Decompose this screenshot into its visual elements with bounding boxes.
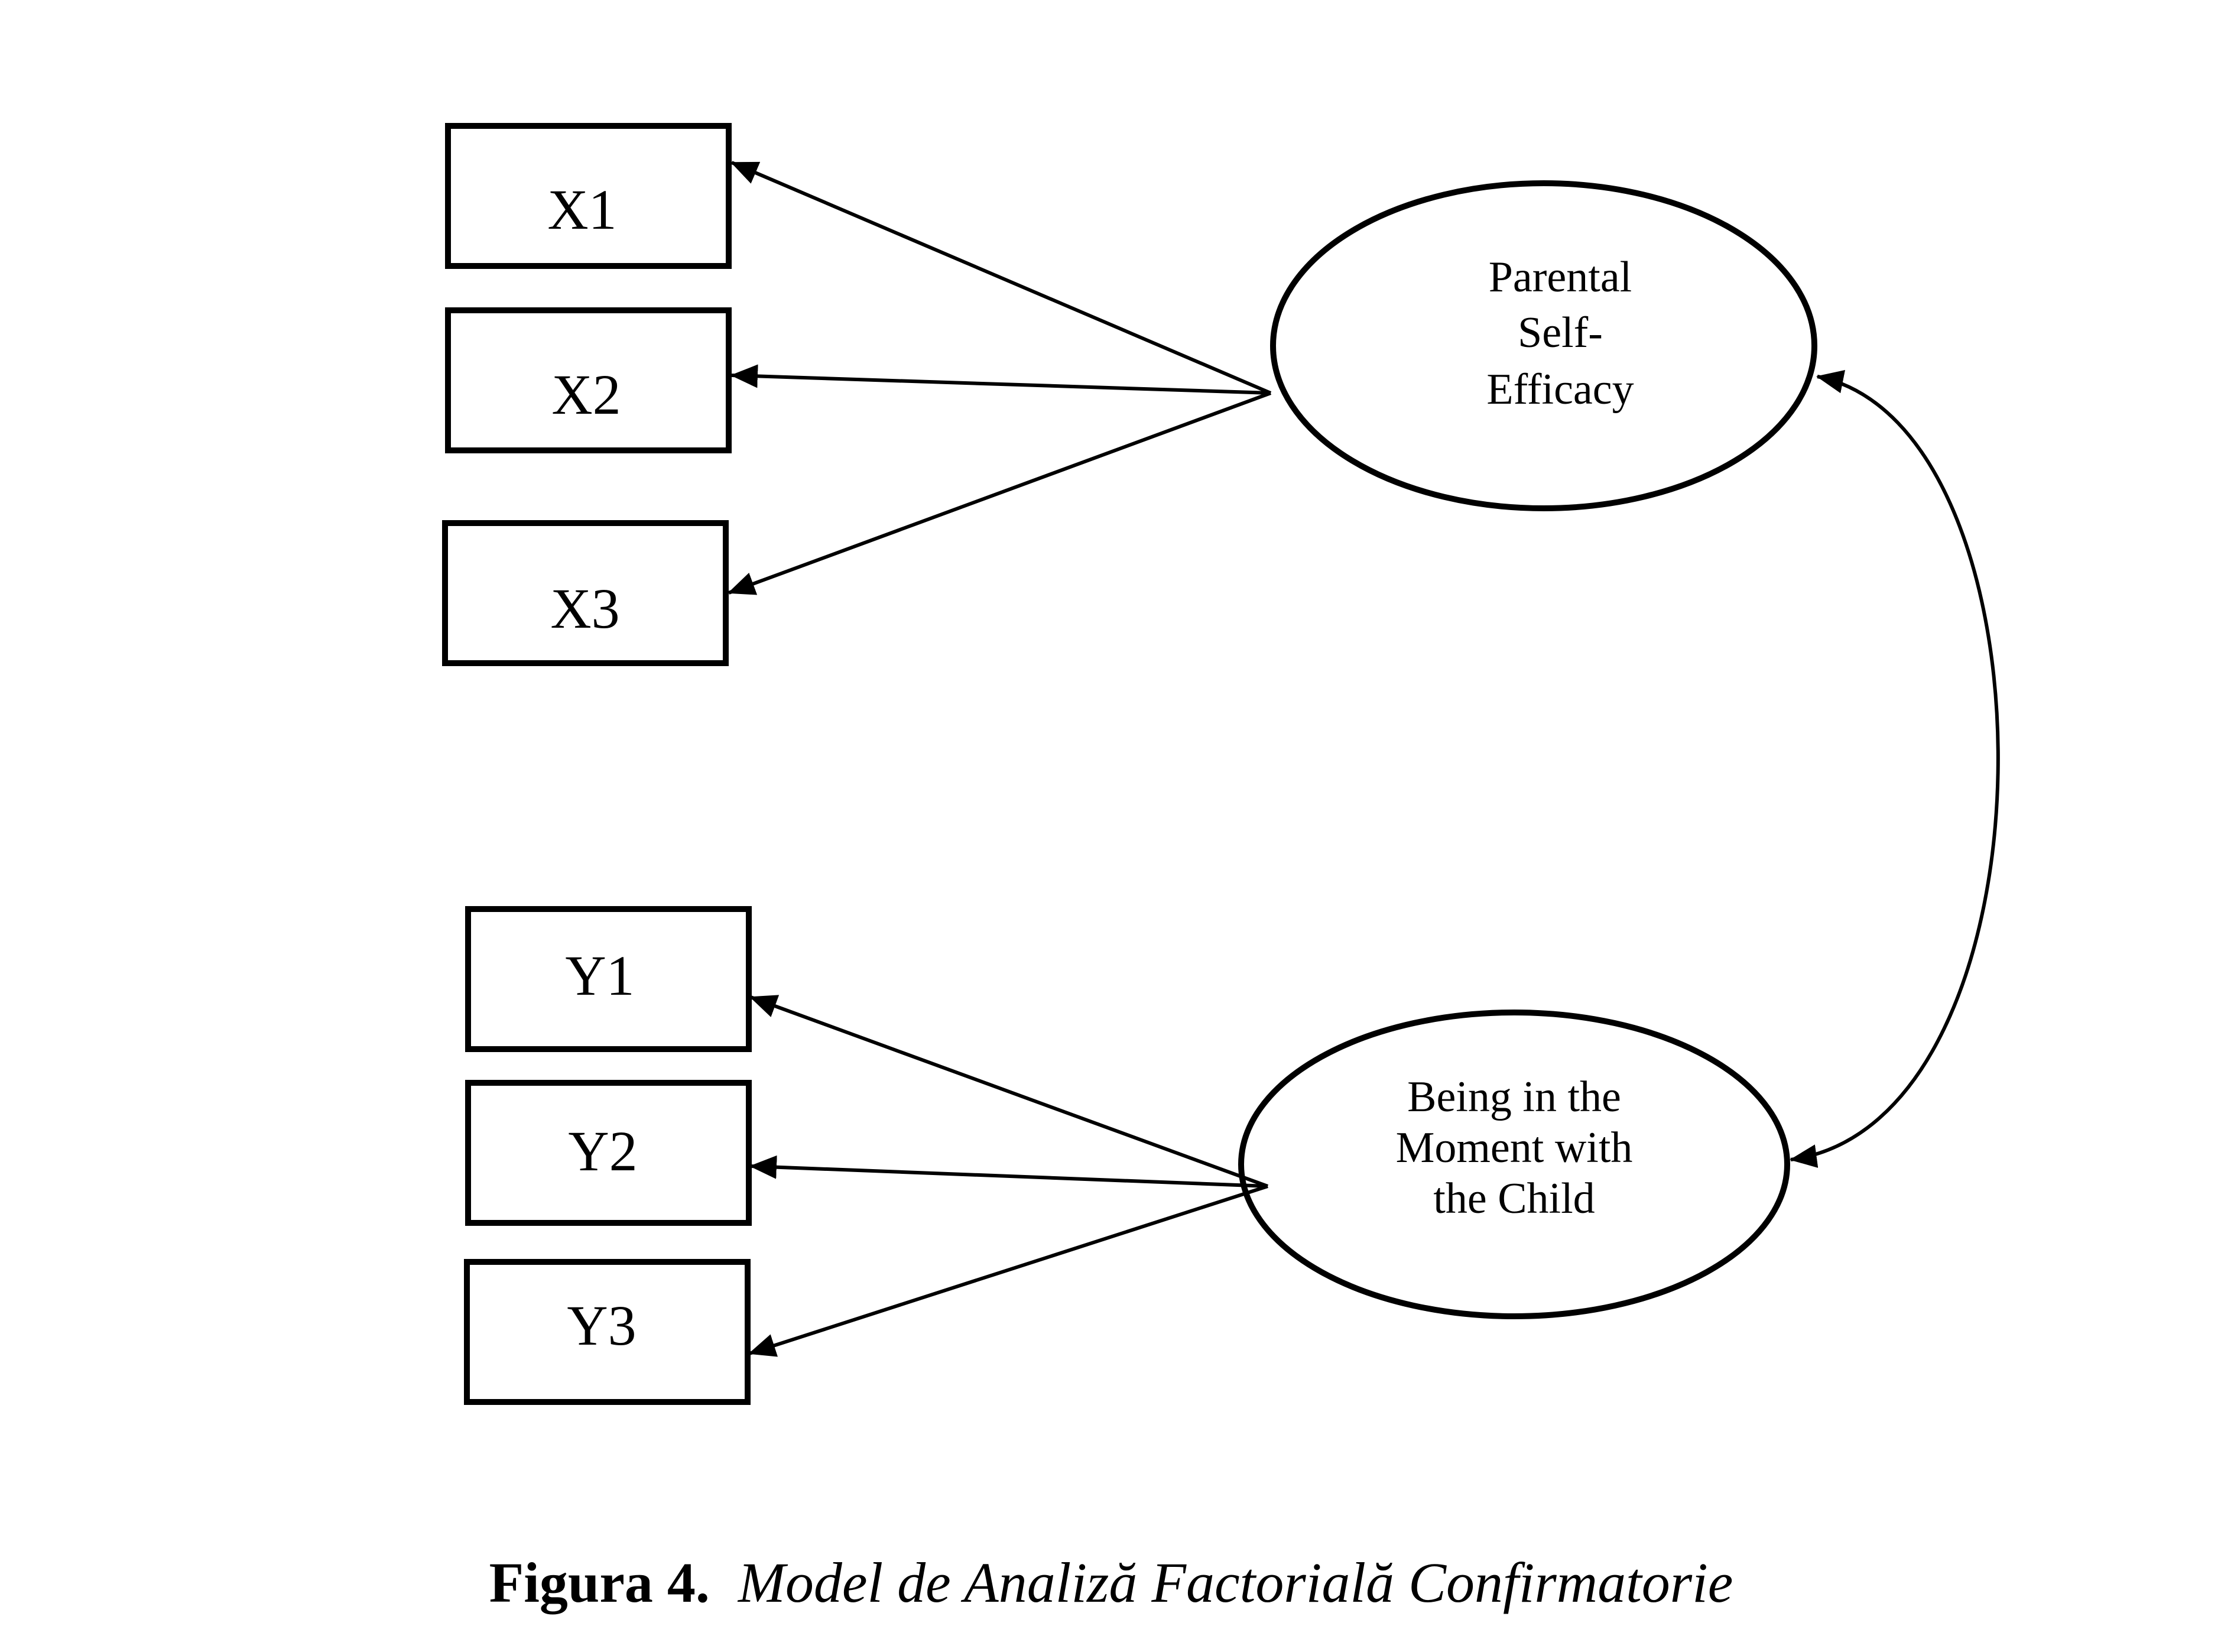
loading-bim-y1 <box>749 995 1269 1188</box>
indicator-y3-label: Y3 <box>567 1294 636 1357</box>
indicator-x3-label: X3 <box>550 577 619 640</box>
latent-pse-line-3: Efficacy <box>1486 365 1634 414</box>
indicator-y1: Y1 <box>465 906 752 1052</box>
loading-pse-x2 <box>730 364 1271 395</box>
figure-caption-title: Model de Analiză Factorială Confirmatori… <box>737 1551 1733 1614</box>
indicator-y2-label: Y2 <box>568 1119 637 1183</box>
loading-bim-y3 <box>748 1184 1268 1357</box>
latent-bim-line-2: Moment with <box>1396 1124 1633 1172</box>
latent-bim-line-3: the Child <box>1433 1174 1595 1223</box>
latent-bim-line-1: Being in the <box>1407 1073 1621 1121</box>
indicator-y2: Y2 <box>465 1080 752 1226</box>
figure-caption: Figura 4. Model de Analiză Factorială Co… <box>489 1551 1733 1614</box>
latent-being-in-the-moment: Being in the Moment with the Child <box>1238 1010 1790 1319</box>
loading-pse-x3 <box>728 391 1272 595</box>
loading-pse-x1 <box>730 161 1272 395</box>
indicator-x3: X3 <box>442 520 729 666</box>
figure-caption-label: Figura 4. <box>489 1551 710 1614</box>
indicator-y3: Y3 <box>464 1259 751 1405</box>
latent-parental-self-efficacy: Parental Self- Efficacy <box>1270 180 1817 511</box>
loading-bim-y2 <box>749 1155 1268 1188</box>
indicator-x2-label: X2 <box>551 363 621 426</box>
indicator-x1: X1 <box>445 123 732 269</box>
indicator-x2: X2 <box>445 307 732 453</box>
latent-pse-line-1: Parental <box>1489 253 1632 301</box>
latent-covariance-arc <box>1790 370 2000 1168</box>
indicator-x1-label: X1 <box>547 178 616 241</box>
latent-pse-line-2: Self- <box>1518 309 1603 357</box>
indicator-y1-label: Y1 <box>565 944 634 1007</box>
